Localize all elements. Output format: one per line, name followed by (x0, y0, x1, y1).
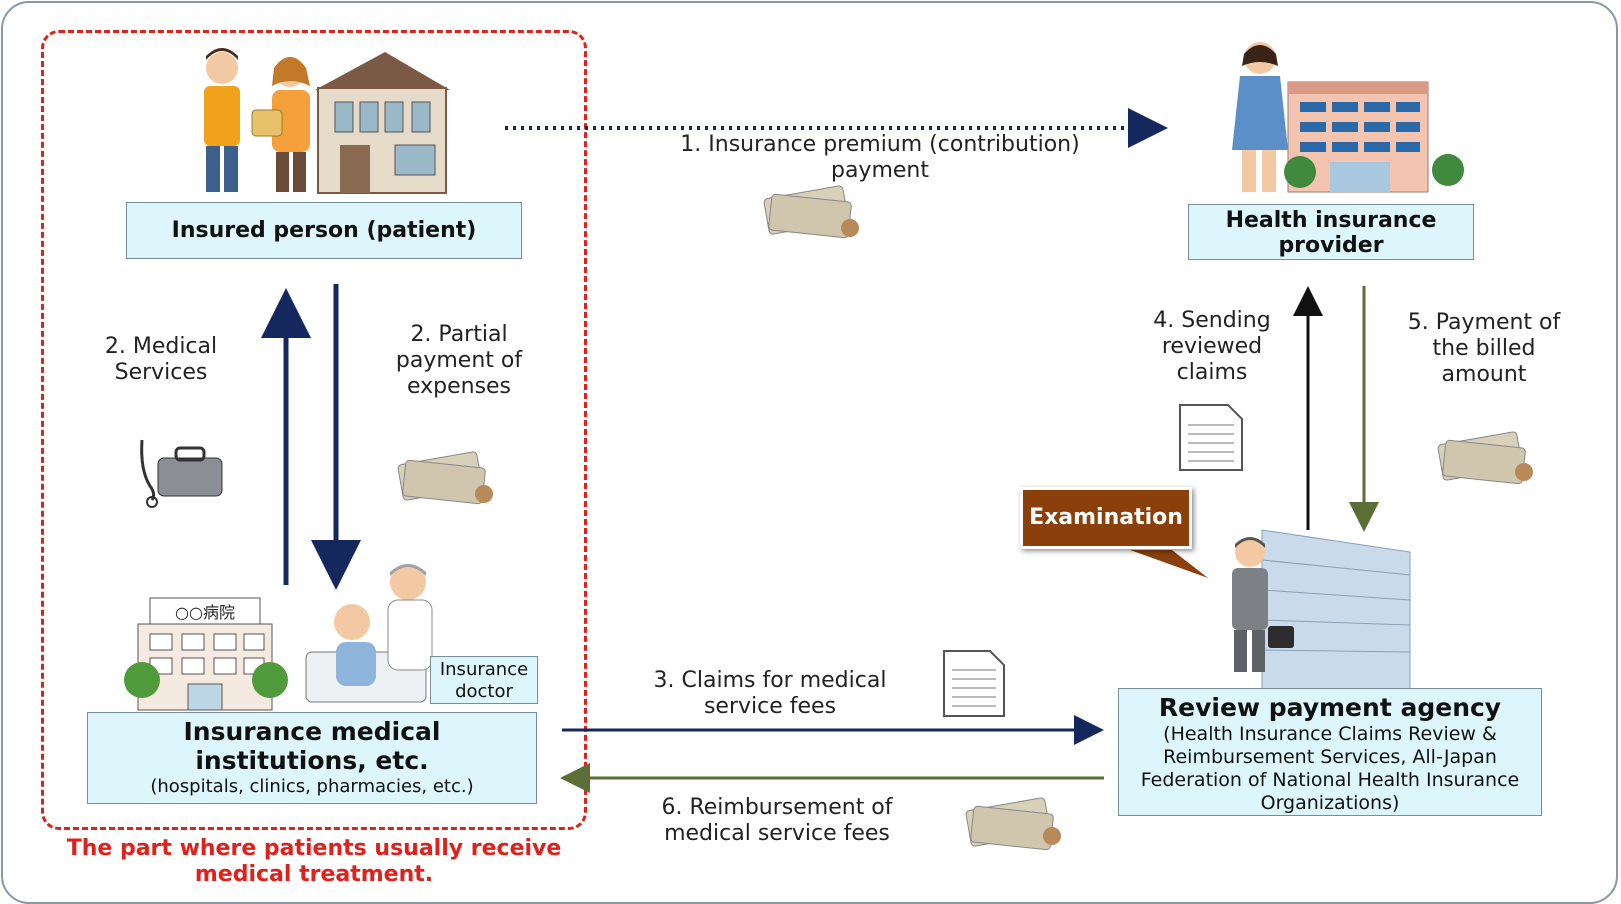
insured-person-box: Insured person (patient) (126, 202, 522, 259)
insurance-medical-subtitle: (hospitals, clinics, pharmacies, etc.) (150, 776, 474, 797)
review-payment-agency-box: Review payment agency (Health Insurance … (1118, 688, 1542, 816)
health-insurance-provider-label: Health insurance provider (1225, 208, 1437, 258)
agency-building-icon (1232, 529, 1411, 691)
flow-4-label: 4. Sending reviewed claims (1153, 308, 1271, 385)
insurance-doctor-box: Insurance doctor (430, 656, 538, 704)
flow-6-label: 6. Reimbursement of medical service fees (661, 795, 893, 846)
money-icon (397, 451, 493, 505)
flow-3-label: 3. Claims for medical service fees (653, 668, 887, 719)
insured-person-label: Insured person (patient) (171, 218, 477, 243)
hospital-building-icon (124, 597, 288, 711)
hospital-sign-text: ○○病院 (175, 603, 235, 622)
insurance-medical-title: Insurance medical institutions, etc. (183, 717, 441, 775)
patient-area-dashed-border (41, 30, 587, 830)
patient-area-note: The part where patients usually receive … (66, 836, 562, 887)
money-icon (1437, 431, 1533, 485)
flow-1-label: 1. Insurance premium (contribution) paym… (680, 132, 1080, 183)
office-lady-building-icon (1232, 42, 1464, 193)
document-icon (1179, 404, 1243, 471)
review-payment-agency-title: Review payment agency (1158, 693, 1502, 722)
doctor-patient-icon (305, 564, 433, 703)
examination-callout: Examination (1020, 487, 1192, 549)
insurance-medical-institutions-box: Insurance medical institutions, etc. (ho… (87, 712, 537, 804)
examination-label: Examination (1029, 505, 1183, 530)
examination-callout-pointer (1130, 550, 1208, 578)
money-icon (965, 797, 1061, 851)
flow-2-partial-label: 2. Partial payment of expenses (395, 322, 523, 399)
insurance-doctor-label: Insurance doctor (439, 659, 529, 702)
flow-2-services-label: 2. Medical Services (104, 334, 218, 385)
medical-bag-icon (140, 439, 223, 508)
document-icon (943, 650, 1005, 717)
review-payment-agency-subtitle: (Health Insurance Claims Review & Reimbu… (1140, 723, 1520, 814)
family-house-icon (204, 48, 450, 194)
flow-5-label: 5. Payment of the billed amount (1407, 310, 1561, 387)
money-icon (763, 185, 859, 239)
health-insurance-provider-box: Health insurance provider (1188, 204, 1474, 260)
